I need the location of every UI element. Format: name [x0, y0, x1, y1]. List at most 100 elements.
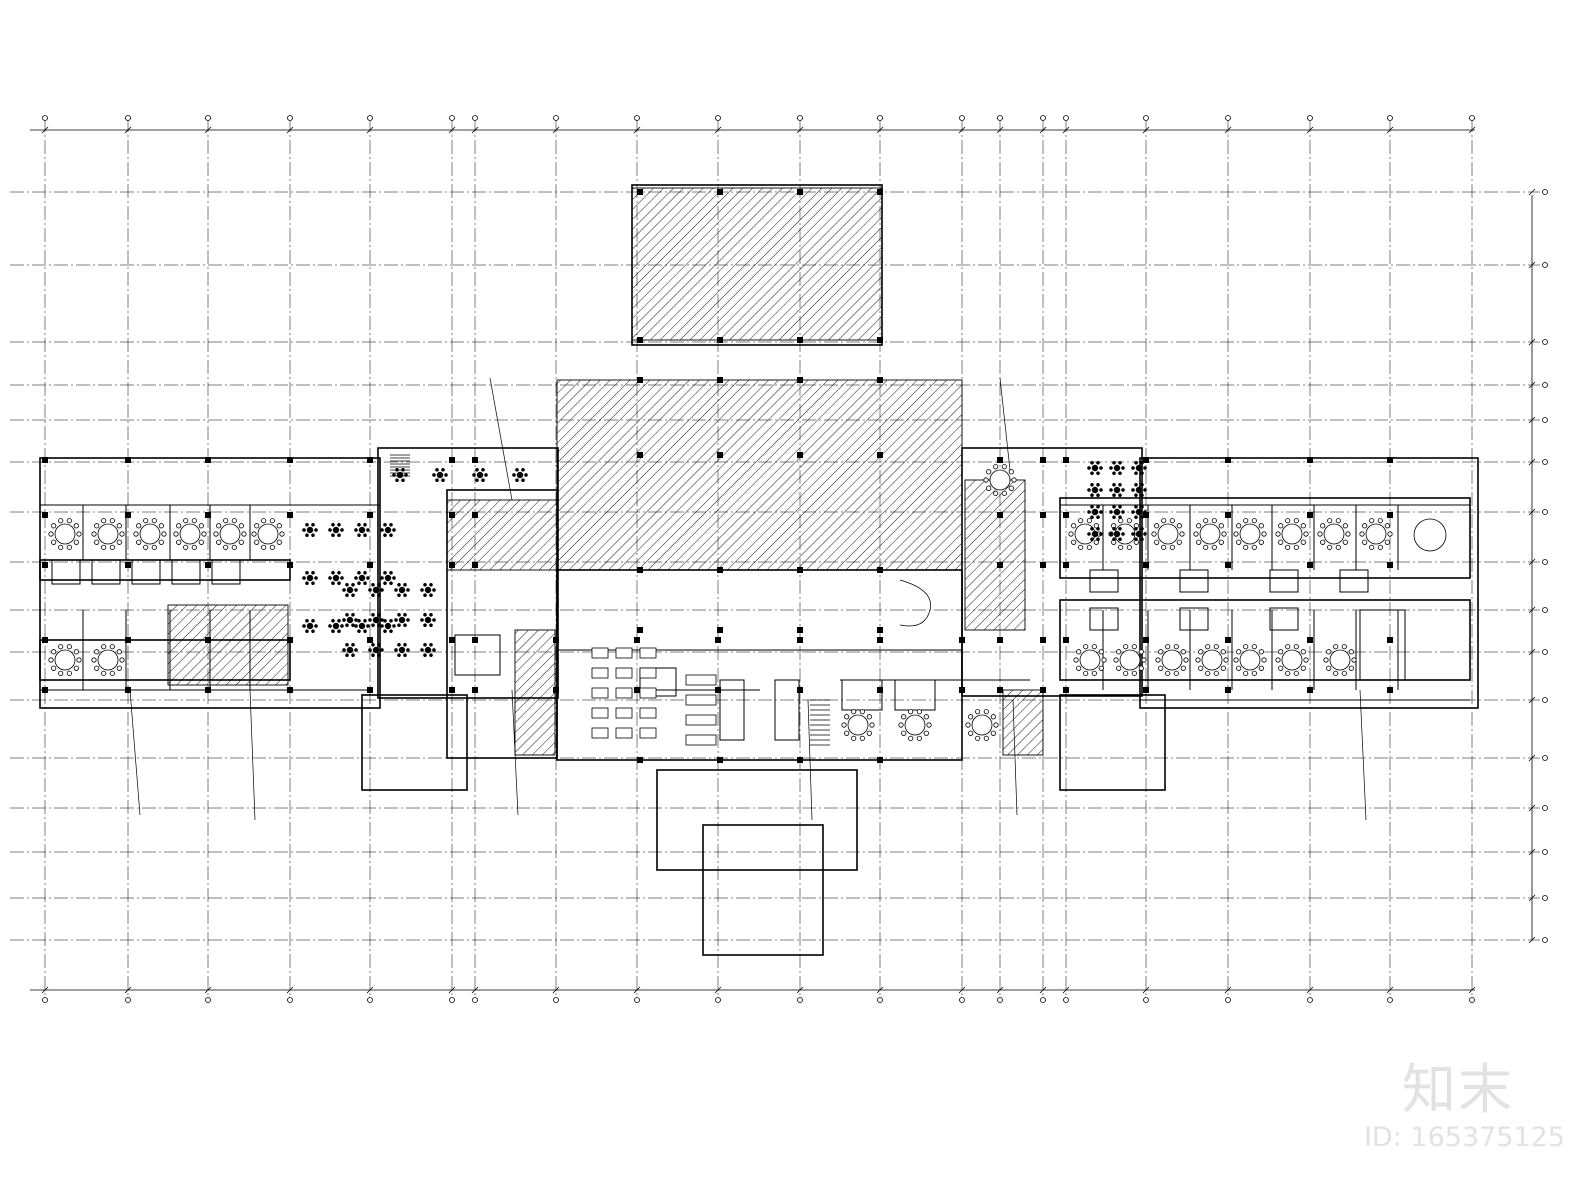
cluster-table — [424, 616, 432, 624]
round-table — [1161, 649, 1183, 671]
chair — [238, 539, 244, 545]
cluster-chair — [397, 653, 401, 658]
cluster-chair — [1096, 526, 1100, 531]
axis-marker — [959, 997, 965, 1003]
cluster-chair — [389, 570, 393, 575]
cluster-chair — [305, 570, 309, 575]
chair — [58, 518, 64, 524]
chair — [1320, 523, 1326, 529]
chair — [1205, 644, 1211, 650]
cluster-chair — [1121, 488, 1125, 492]
chair — [1180, 665, 1186, 671]
cluster-chair — [1118, 460, 1122, 465]
chair — [241, 531, 247, 537]
chair — [901, 714, 907, 720]
wall — [1139, 457, 1479, 709]
cluster-chair — [345, 593, 349, 598]
cluster-chair — [1109, 466, 1113, 470]
chair — [993, 722, 999, 728]
chair — [48, 657, 54, 663]
watermark-logo: 知末 — [1402, 1058, 1514, 1121]
wall — [1059, 599, 1471, 681]
column — [205, 562, 211, 568]
cluster-chair — [328, 624, 332, 628]
service-room — [51, 559, 81, 585]
column — [1063, 637, 1069, 643]
service-room — [171, 559, 201, 585]
rect-table — [591, 707, 609, 719]
chair — [1323, 657, 1329, 663]
cluster-chair — [331, 533, 335, 538]
cluster-chair — [1090, 482, 1094, 487]
cluster-chair — [420, 588, 424, 592]
chair — [1078, 544, 1084, 550]
chair — [965, 722, 971, 728]
column — [1307, 687, 1313, 693]
chair — [983, 709, 989, 715]
chair — [990, 714, 996, 720]
cluster-chair — [337, 570, 341, 575]
cluster-chair — [432, 473, 436, 477]
column — [42, 687, 48, 693]
cluster-chair — [354, 588, 358, 592]
cluster-chair — [1143, 466, 1147, 470]
chair — [1154, 523, 1160, 529]
cluster-table — [1091, 486, 1099, 494]
service-room — [841, 679, 883, 711]
hatched-area — [556, 379, 963, 571]
chair — [901, 730, 907, 736]
chair — [176, 523, 182, 529]
column — [449, 457, 455, 463]
chair — [990, 730, 996, 736]
cluster-chair — [1131, 466, 1135, 470]
chair — [1158, 649, 1164, 655]
column — [472, 687, 478, 693]
hatched-areas — [167, 187, 1044, 756]
cluster-chair — [311, 522, 315, 527]
cluster-chair — [337, 618, 341, 623]
axis-marker — [1143, 997, 1149, 1003]
round-table — [1281, 649, 1303, 671]
chair — [1327, 544, 1333, 550]
dimension-tick — [1528, 261, 1536, 269]
cluster-chair — [345, 612, 349, 617]
chair — [1180, 649, 1186, 655]
cluster-chair — [337, 522, 341, 527]
rect-table — [591, 647, 609, 659]
round-table — [1323, 523, 1345, 545]
chair — [1348, 665, 1354, 671]
rect-table — [685, 714, 717, 726]
chair — [1220, 665, 1226, 671]
dimension-tick — [1528, 754, 1536, 762]
chair — [866, 730, 872, 736]
column — [997, 512, 1003, 518]
cluster-table — [396, 471, 404, 479]
cluster-chair — [1131, 488, 1135, 492]
cluster-chair — [512, 473, 516, 477]
round-table — [1119, 649, 1141, 671]
cluster-chair — [363, 570, 367, 575]
column — [797, 377, 803, 383]
round-table — [97, 523, 119, 545]
chair — [151, 544, 157, 550]
chair — [1293, 544, 1299, 550]
chair — [76, 531, 82, 537]
axis-marker — [634, 997, 640, 1003]
chair — [1183, 657, 1189, 663]
rect-table — [639, 647, 657, 659]
cluster-chair — [1096, 537, 1100, 542]
column — [637, 189, 643, 195]
cluster-chair — [366, 576, 370, 580]
chair — [216, 523, 222, 529]
cluster-table — [424, 646, 432, 654]
cluster-chair — [368, 618, 372, 622]
chair — [1278, 649, 1284, 655]
dimension-tick — [796, 986, 804, 994]
chair — [1195, 657, 1201, 663]
chair — [176, 539, 182, 545]
cluster-chair — [331, 581, 335, 586]
dimension-tick — [1528, 848, 1536, 856]
dimension-tick — [1386, 986, 1394, 994]
cluster-chair — [395, 478, 399, 483]
building-walls — [39, 184, 1479, 956]
